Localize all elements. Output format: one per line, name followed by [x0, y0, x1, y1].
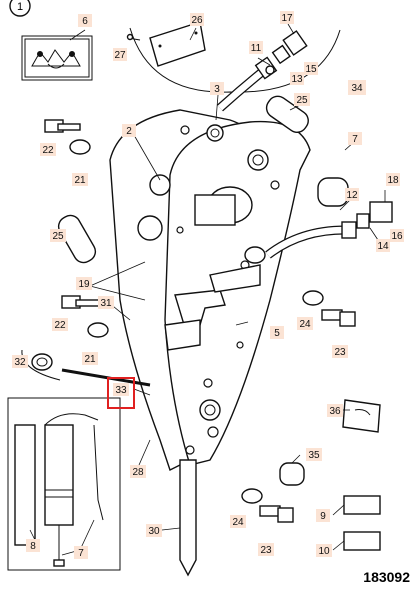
- callout-27: 27: [113, 48, 127, 61]
- callout-6: 6: [78, 14, 92, 27]
- callout-14: 14: [376, 239, 390, 252]
- callout-22-top: 22: [40, 143, 56, 156]
- svg-text:27: 27: [114, 50, 126, 61]
- svg-text:22: 22: [54, 320, 66, 331]
- hydraulic-hose-lower: [244, 201, 393, 264]
- callout-26: 26: [190, 13, 204, 26]
- bolts-left: [44, 119, 109, 338]
- svg-text:23: 23: [334, 347, 346, 358]
- callout-25-left: 25: [50, 229, 66, 242]
- svg-text:34: 34: [351, 83, 363, 94]
- svg-text:11: 11: [251, 43, 262, 54]
- svg-text:19: 19: [78, 279, 90, 290]
- svg-text:23: 23: [260, 545, 272, 556]
- callout-17: 17: [280, 11, 294, 24]
- svg-text:31: 31: [100, 298, 112, 309]
- callout-25-top: 25: [294, 93, 310, 106]
- leader-lines: [29, 23, 386, 556]
- callout-3: 3: [210, 82, 224, 95]
- callout-32: 32: [12, 355, 28, 368]
- svg-text:3: 3: [214, 84, 220, 95]
- callout-16: 16: [390, 229, 404, 242]
- box-10: [343, 531, 381, 551]
- manual-book: [342, 399, 381, 433]
- callout-30: 30: [146, 524, 162, 537]
- svg-text:33: 33: [115, 385, 127, 396]
- chisel-tool: [179, 459, 197, 577]
- callout-11: 11: [249, 41, 263, 54]
- svg-text:21: 21: [84, 354, 96, 365]
- callout-22-mid: 22: [52, 318, 68, 331]
- callout-21-top: 21: [72, 173, 88, 186]
- svg-text:36: 36: [329, 406, 341, 417]
- svg-text:22: 22: [42, 145, 54, 156]
- callout-18: 18: [386, 173, 400, 186]
- callout-36: 36: [327, 404, 343, 417]
- svg-text:35: 35: [308, 450, 320, 461]
- svg-text:5: 5: [274, 328, 280, 339]
- callout-24-mid: 24: [297, 317, 313, 330]
- callout-28: 28: [130, 465, 146, 478]
- svg-text:24: 24: [299, 319, 311, 330]
- callout-33-highlight: 33: [107, 377, 135, 409]
- svg-text:7: 7: [352, 134, 358, 145]
- callout-13: 13: [290, 72, 304, 85]
- figure-number-badge: 1: [9, 0, 31, 17]
- svg-text:18: 18: [387, 175, 399, 186]
- svg-text:13: 13: [291, 74, 303, 85]
- svg-text:12: 12: [346, 190, 358, 201]
- svg-text:14: 14: [377, 241, 389, 252]
- pins: [57, 95, 349, 264]
- box-9: [343, 495, 381, 515]
- callouts: 6 26 27 17 11 15 13 34 3 25 2 7 22 21 18…: [12, 11, 404, 559]
- svg-text:28: 28: [132, 467, 144, 478]
- hydraulic-hose-upper: [216, 30, 308, 112]
- callout-23-mid: 23: [332, 345, 348, 358]
- svg-text:25: 25: [296, 95, 308, 106]
- callout-24-bottom: 24: [230, 515, 246, 528]
- warning-decal-drawing: [21, 35, 93, 81]
- callout-34: 34: [348, 80, 366, 95]
- bush-detail: [21, 349, 151, 387]
- bolts-right: [241, 290, 356, 523]
- callout-2: 2: [122, 124, 136, 137]
- callout-10: 10: [316, 544, 332, 557]
- svg-text:6: 6: [82, 16, 88, 27]
- svg-text:15: 15: [305, 64, 317, 75]
- grease-gun-inset: [7, 397, 121, 571]
- svg-text:25: 25: [52, 231, 64, 242]
- callout-9: 9: [316, 509, 330, 522]
- svg-text:16: 16: [391, 231, 403, 242]
- callout-8: 8: [26, 539, 40, 552]
- figure-number: 1: [17, 1, 23, 13]
- svg-text:8: 8: [30, 541, 36, 552]
- callout-31: 31: [98, 296, 114, 309]
- svg-text:9: 9: [320, 511, 326, 522]
- svg-text:7: 7: [78, 548, 84, 559]
- svg-text:26: 26: [191, 15, 203, 26]
- svg-text:24: 24: [232, 517, 244, 528]
- callout-23-bottom: 23: [258, 543, 274, 556]
- callout-35: 35: [306, 448, 322, 461]
- drawing-number: 183092: [363, 569, 410, 585]
- callout-15: 15: [304, 62, 318, 75]
- breaker-body: [109, 109, 311, 471]
- svg-text:17: 17: [281, 13, 293, 24]
- svg-text:32: 32: [14, 357, 26, 368]
- svg-text:30: 30: [148, 526, 160, 537]
- callout-21-mid: 21: [82, 352, 98, 365]
- svg-text:10: 10: [318, 546, 330, 557]
- callout-12: 12: [345, 188, 359, 201]
- callout-7-bottom: 7: [74, 546, 88, 559]
- callout-7-top: 7: [348, 132, 362, 145]
- callout-5: 5: [270, 326, 284, 339]
- callout-19: 19: [76, 277, 92, 290]
- detail-circle-plate: [126, 21, 341, 93]
- svg-text:21: 21: [74, 175, 86, 186]
- svg-text:2: 2: [126, 126, 132, 137]
